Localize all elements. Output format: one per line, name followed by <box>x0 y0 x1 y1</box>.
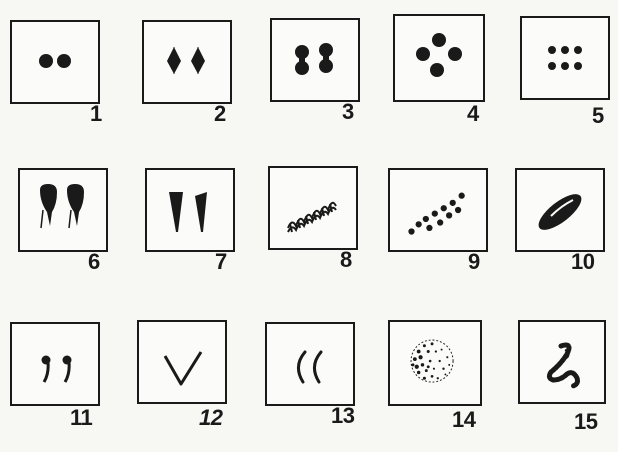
figure-label: 3 <box>342 100 354 124</box>
figure-frame <box>520 16 610 100</box>
figure-label: 2 <box>214 102 226 126</box>
figure-label: 5 <box>592 104 604 128</box>
two-comma-shapes-icon <box>12 324 98 404</box>
figure-frame <box>388 320 482 406</box>
figure-label: 1 <box>90 102 102 126</box>
figure-cell-2: 2 <box>142 20 242 130</box>
figure-label: 9 <box>468 250 480 274</box>
figure-frame <box>518 320 606 404</box>
figure-cell-5: 5 <box>520 16 618 126</box>
coiled-chromosome-icon <box>270 168 356 248</box>
figure-label: 10 <box>571 250 594 274</box>
figure-frame <box>137 320 227 404</box>
figure-frame <box>265 322 355 406</box>
figure-cell-15: 15 <box>518 320 618 430</box>
figure-cell-14: 14 <box>388 320 488 430</box>
figure-label: 15 <box>574 410 597 434</box>
figure-frame <box>388 168 488 252</box>
figure-cell-8: 8 <box>268 166 368 276</box>
two-round-dots-icon <box>12 22 98 102</box>
two-wedge-shapes-icon <box>147 170 233 250</box>
four-dots-tetrad-icon <box>395 16 481 96</box>
bent-s-shape-icon <box>520 322 606 402</box>
figure-cell-6: 6 <box>18 168 118 278</box>
figure-label: 7 <box>215 250 227 274</box>
two-club-shapes-icon <box>20 170 106 250</box>
figure-frame <box>268 166 358 250</box>
v-shape-icon <box>139 322 225 402</box>
two-dumbbell-shapes-icon <box>272 20 358 100</box>
stippled-circle-icon <box>390 322 476 402</box>
figure-label: 4 <box>467 102 479 126</box>
figure-label: 8 <box>340 248 352 272</box>
figure-label: 12 <box>199 406 222 430</box>
figure-label: 6 <box>88 250 100 274</box>
figure-cell-9: 9 <box>388 168 488 278</box>
two-arcs-icon <box>267 324 353 404</box>
figure-cell-12: 12 <box>137 320 237 430</box>
diagonal-dotted-line-icon <box>390 170 476 250</box>
figure-frame <box>270 18 360 102</box>
figure-cell-4: 4 <box>393 14 493 124</box>
figure-frame <box>18 168 108 252</box>
two-diamond-shapes-icon <box>144 22 230 102</box>
figure-frame <box>10 322 100 406</box>
figure-cell-13: 13 <box>265 322 365 432</box>
figure-cell-10: 10 <box>515 168 615 278</box>
figure-label: 14 <box>452 408 475 432</box>
elongated-oval-icon <box>517 170 603 250</box>
figure-label: 13 <box>331 404 354 428</box>
figure-cell-7: 7 <box>145 168 245 278</box>
figure-cell-3: 3 <box>270 18 370 128</box>
figure-frame <box>10 20 100 104</box>
figure-frame <box>393 14 485 102</box>
figure-cell-11: 11 <box>10 322 110 432</box>
figure-frame <box>515 168 605 252</box>
figure-frame <box>142 20 232 104</box>
six-small-dots-icon <box>522 18 608 98</box>
figure-label: 11 <box>70 406 92 430</box>
figure-frame <box>145 168 235 252</box>
figure-cell-1: 1 <box>10 20 110 130</box>
